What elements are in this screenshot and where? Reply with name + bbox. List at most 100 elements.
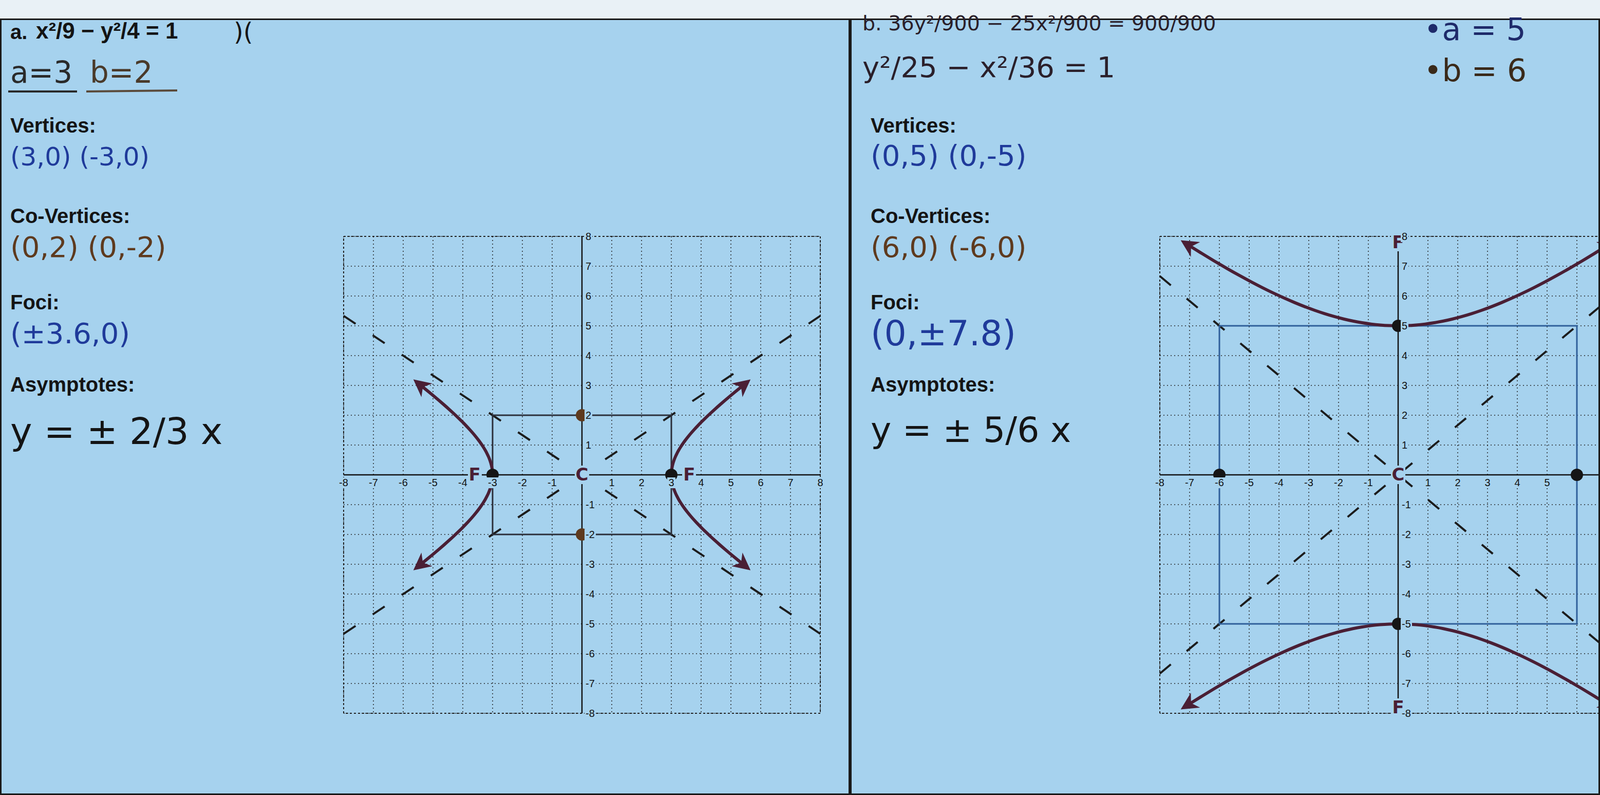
hyperbola-branch [671, 384, 744, 565]
asymptote-line [343, 315, 821, 634]
tick-label: 6 [1400, 290, 1409, 302]
point-letter: C [574, 465, 590, 484]
field-label: Foci: [870, 290, 920, 314]
tick-label: -8 [1154, 477, 1166, 488]
tick-label: 2 [1453, 477, 1462, 488]
tick-label: 3 [584, 380, 593, 391]
tick-label: 1 [1423, 477, 1432, 488]
tick-label: 3 [1400, 380, 1409, 391]
tick-label: 1 [607, 477, 616, 488]
answer-text: (6,0) (-6,0) [870, 231, 1027, 263]
grid-line [1159, 474, 1600, 476]
asymptote-line [1159, 275, 1600, 673]
tick-label: 7 [584, 260, 593, 272]
field-label: Vertices: [870, 114, 957, 137]
tick-label: -5 [584, 618, 596, 630]
grid-border [343, 236, 821, 713]
tick-label: 4 [1400, 350, 1409, 362]
answer-text: (0,±7.8) [870, 314, 1016, 353]
tick-label: 4 [1513, 477, 1521, 488]
grid-line [1159, 503, 1600, 505]
tick-label: -7 [1400, 678, 1413, 689]
tick-label: -2 [1332, 477, 1345, 488]
problem-panel: a.x²/9 − y²/4 = 1)(a=3b=2Vertices:(3,0) … [0, 18, 851, 795]
tick-label: -3 [1400, 558, 1413, 570]
tick-label: 8 [1400, 231, 1409, 242]
answer-text: (0,5) (0,-5) [870, 139, 1027, 172]
tick-label: 3 [667, 477, 675, 488]
grid-line [1159, 354, 1600, 356]
tick-label: -3 [584, 558, 596, 570]
point-letter: F [467, 465, 482, 484]
field-label: Asymptotes: [870, 372, 995, 396]
tick-label: 4 [697, 477, 705, 488]
grid-line [1159, 533, 1600, 535]
asymptote-line [343, 315, 821, 634]
coordinate-grid [343, 236, 821, 713]
tick-label: -8 [1400, 707, 1413, 719]
equation: y²/25 − x²/36 = 1 [862, 51, 1116, 84]
tick-label: 5 [1542, 477, 1551, 488]
tick-label: -6 [1213, 477, 1226, 488]
asymptote-line [1159, 275, 1600, 673]
grid-line [1159, 563, 1600, 565]
x-axis [1159, 474, 1600, 476]
tick-label: -4 [1273, 477, 1285, 488]
answer-text: (0,2) (0,-2) [10, 231, 167, 263]
field-label: Vertices: [10, 114, 97, 137]
grid-line [1159, 652, 1600, 654]
answer-text: y = ± 2/3 x [10, 410, 223, 452]
tick-label: 2 [584, 409, 593, 421]
tick-label: 8 [816, 477, 824, 488]
underline [8, 90, 78, 93]
coordinate-grid [1159, 236, 1600, 713]
tick-label: -8 [337, 477, 350, 488]
tick-label: -2 [516, 477, 529, 488]
problem-panel: b. 36y²/900 − 25x²/900 = 900/900•a = 5y²… [850, 18, 1600, 795]
field-label: Asymptotes: [10, 372, 135, 396]
tick-label: -1 [584, 499, 596, 511]
hyperbola-branch [420, 384, 493, 565]
tick-label: 5 [584, 320, 593, 332]
field-label: Foci: [10, 290, 60, 314]
point-letter: C [1390, 465, 1406, 484]
grid-line [1159, 384, 1600, 386]
answer-text: b=2 [89, 56, 153, 90]
tick-label: 2 [1400, 409, 1409, 421]
grid-border [1159, 236, 1600, 713]
problem-letter: a. [10, 20, 28, 44]
point-dot [1570, 468, 1584, 481]
tick-label: 8 [584, 231, 593, 242]
tick-label: -1 [1400, 499, 1413, 511]
tick-label: 3 [1483, 477, 1492, 488]
tick-label: 6 [584, 290, 593, 302]
tick-label: 7 [786, 477, 795, 488]
tick-label: 5 [1400, 320, 1409, 332]
underline [86, 90, 178, 92]
tick-label: -7 [1183, 477, 1196, 488]
tick-label: -4 [1400, 588, 1413, 600]
tick-label: -6 [584, 648, 596, 660]
fundamental-box [492, 415, 672, 535]
tick-label: -2 [1400, 529, 1413, 540]
tick-label: 4 [584, 350, 593, 362]
answer-text: (±3.6,0) [10, 317, 130, 350]
tick-label: -1 [546, 477, 558, 488]
sketch-note: )( [233, 18, 253, 46]
answer-text: (3,0) (-3,0) [10, 142, 150, 172]
tick-label: -2 [584, 529, 596, 540]
grid-line [1159, 593, 1600, 595]
tick-label: 7 [1400, 260, 1409, 272]
hyperbola-branch [1188, 245, 1600, 326]
equation: b. 36y²/900 − 25x²/900 = 900/900 [862, 12, 1216, 35]
tick-label: 6 [756, 477, 765, 488]
tick-label: -1 [1362, 477, 1374, 488]
tick-label: 2 [637, 477, 646, 488]
tick-label: -5 [1400, 618, 1413, 630]
fundamental-box [1219, 325, 1577, 624]
field-label: Co-Vertices: [10, 204, 130, 228]
tick-label: -8 [584, 707, 596, 719]
tick-label: 5 [726, 477, 735, 488]
